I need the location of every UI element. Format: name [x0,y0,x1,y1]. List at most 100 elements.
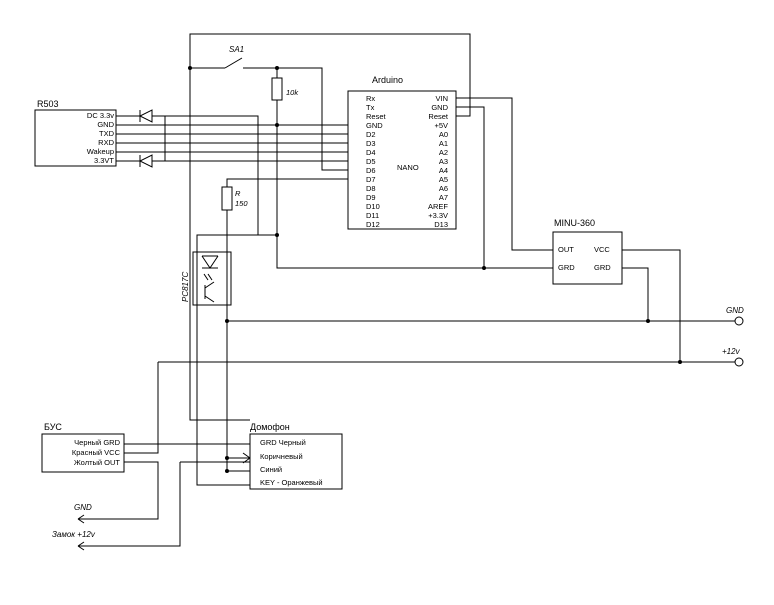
arduino-pin-d10: D10 [366,202,380,211]
junction-dot [275,66,279,70]
r503-pin-wakeup: Wakeup [87,147,114,156]
arduino-pin-d9: D9 [366,193,376,202]
plus12-rail-label: +12v [722,347,741,356]
arduino-model: NANO [397,163,419,172]
wire-opto-out2 [196,305,250,486]
arduino-pin-33v: +3.3V [428,211,448,220]
bus-box [41,433,125,473]
arduino-pin-d11: D11 [366,211,379,220]
components: SA1 10k R 150 PC817C [138,45,299,464]
minu-pin-out: OUT [558,245,574,254]
wire-left-vertical [189,68,250,421]
arduino-pin-d2: D2 [366,130,376,139]
arduino-pin-a7: A7 [439,193,448,202]
junction-dot [678,360,682,364]
r503-module: R503 DC 3.3v GND TXD RXD Wakeup 3.3VT [34,99,117,167]
bus-module: БУС Черный GRD Красный VCC Жолтый OUT [41,422,125,473]
arduino-pin-d6: D6 [366,166,376,175]
arduino-pin-reset-r: Reset [428,112,449,121]
r503-pin-gnd: GND [97,120,114,129]
arduino-pin-gnd-l: GND [366,121,383,130]
arduino-pin-d7: D7 [366,175,376,184]
terminal-icon [734,357,744,367]
minu-box [552,231,623,285]
r503-box [34,109,117,167]
arduino-module: Arduino NANO Rx Tx Reset GND D2 D3 D4 D5… [347,75,457,230]
arduino-pin-a6: A6 [439,184,448,193]
r503-pin-rxd: RXD [98,138,114,147]
resistor1-label: 10k [286,88,299,97]
junction-dot [275,233,279,237]
intercom-box [249,433,343,490]
junction-dot [225,319,229,323]
wire-bus-lock [78,461,250,547]
minu-pin-grd2: GRD [594,263,611,272]
arrow-icon [77,541,85,551]
intercom-pin-key: KEY - Оранжевый [260,478,323,487]
arduino-pin-d8: D8 [366,184,376,193]
minu-title: MINU-360 [554,218,595,228]
arduino-pin-d12: D12 [366,220,380,229]
wire-opto-out1 [226,305,250,459]
wire-bus-gnd-out [78,461,159,520]
bus-title: БУС [44,422,62,432]
arduino-pin-d3: D3 [366,139,376,148]
r503-pin-33vt: 3.3VT [94,156,114,165]
wire-opto-top [196,234,277,252]
junction-dot [275,123,279,127]
wire-minu-grd2 [622,267,649,321]
arduino-pin-a1: A1 [439,139,448,148]
intercom-pin-brown: Коричневый [260,452,303,461]
optocoupler-icon [192,251,232,306]
junction-dot [188,66,192,70]
terminals: GND +12v GND Замок +12v [52,306,744,551]
arduino-pin-a2: A2 [439,148,448,157]
wires [78,33,735,547]
arduino-pin-a3: A3 [439,157,448,166]
arrow-icon [77,514,85,524]
lock-label: Замок +12v [52,530,96,539]
intercom-pin-black: GRD Черный [260,438,306,447]
junction-dot [646,319,650,323]
switch-label: SA1 [229,45,244,54]
terminal-icon [734,316,744,326]
wire-top-loop [189,33,471,117]
bus-pin-red: Красный VCC [72,448,121,457]
intercom-title: Домофон [250,422,290,432]
arrow-icon [242,452,251,464]
resistor-icon [271,77,283,101]
arduino-pin-d13: D13 [434,220,448,229]
arduino-pin-d5: D5 [366,157,376,166]
arduino-pin-a4: A4 [439,166,448,175]
wire-vin-minu [456,97,553,251]
wire-sa1-right-d6 [243,67,348,171]
diode-icon [138,109,153,123]
minu-pin-vcc: VCC [594,245,610,254]
intercom-module: Домофон GRD Черный Коричневый Синий KEY … [249,422,343,490]
bus-pin-black: Черный GRD [74,438,120,447]
arduino-pin-aref: AREF [428,202,448,211]
gnd-rail-label: GND [726,306,744,315]
arduino-pin-5v: +5V [434,121,448,130]
r503-title: R503 [37,99,59,109]
arduino-pin-rx: Rx [366,94,375,103]
resistor-icon [221,186,233,211]
optocoupler-label: PC817C [181,272,190,302]
r503-pin-txd: TXD [99,129,115,138]
resistor2-name: R [235,189,241,198]
arduino-pin-d4: D4 [366,148,376,157]
diode-icon [138,154,153,168]
arduino-pin-reset-l: Reset [366,112,387,121]
resistor2-value: 150 [235,199,248,208]
arduino-pin-a5: A5 [439,175,448,184]
minu-pin-grd: GRD [558,263,575,272]
junction-dot [225,469,229,473]
r503-pin-dc33: DC 3.3v [87,111,114,120]
junction-dot [225,456,229,460]
gnd-out-label: GND [74,503,92,512]
arduino-title: Arduino [372,75,403,85]
intercom-pin-blue: Синий [260,465,282,474]
wire-minu-vcc [622,249,681,362]
